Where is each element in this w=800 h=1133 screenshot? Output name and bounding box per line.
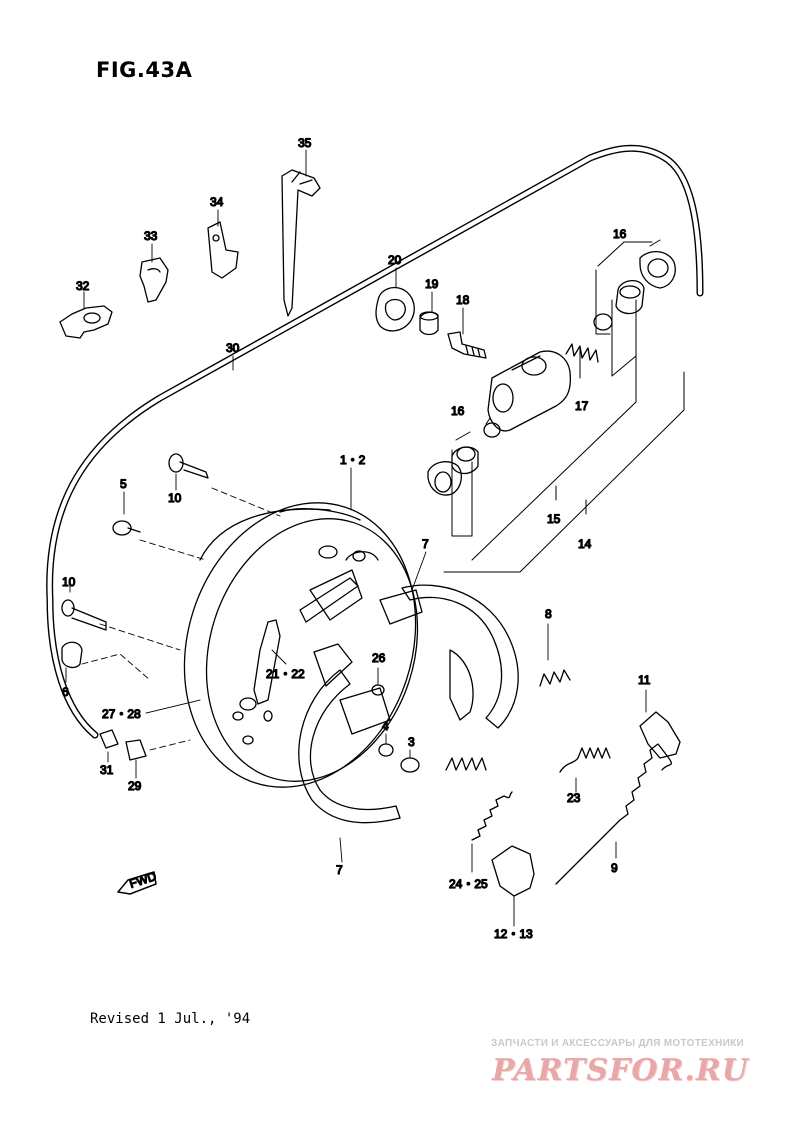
figure-title: FIG.43A — [96, 58, 193, 82]
callout-20: 20 — [388, 253, 402, 267]
fitting-31 — [99, 729, 119, 749]
lower-spring — [445, 757, 487, 771]
cylinder-spring-17 — [565, 343, 599, 363]
parking-lever — [253, 619, 281, 705]
callout-11: 11 — [638, 673, 651, 687]
adjuster-11 — [639, 711, 681, 759]
callout-29: 29 — [128, 779, 142, 793]
callout-35: 35 — [298, 136, 312, 150]
callout-5: 5 — [120, 477, 127, 491]
callout-10-lower: 10 — [62, 575, 76, 589]
callout-16-lower: 16 — [451, 404, 465, 418]
revision-note: Revised 1 Jul., '94 — [90, 1011, 251, 1027]
callout-6: 6 — [62, 685, 69, 699]
callout-7-upper: 7 — [422, 537, 429, 551]
piston-parts-left — [427, 422, 501, 496]
callout-7-lower: 7 — [336, 863, 343, 877]
callout-31: 31 — [100, 763, 114, 777]
bleeder-screw-18 — [447, 331, 487, 359]
spring-23 — [559, 747, 611, 773]
callout-8: 8 — [545, 607, 552, 621]
fitting-29 — [125, 739, 147, 761]
brake-shoe-rear — [298, 643, 401, 824]
callout-15: 15 — [547, 512, 561, 526]
callout-23: 23 — [567, 791, 581, 805]
bolt-10-upper — [168, 453, 209, 479]
wheel-cylinder-body — [487, 350, 572, 432]
bolt-3 — [400, 757, 420, 773]
callout-1-2: 1・2 — [340, 453, 366, 467]
pipe-clip-33 — [139, 257, 169, 303]
fwd-arrow-icon: FWD — [117, 868, 159, 895]
brake-shoe-front — [379, 584, 519, 729]
callout-14: 14 — [578, 537, 592, 551]
leader-lines — [65, 149, 647, 927]
callout-33: 33 — [144, 229, 158, 243]
callout-3: 3 — [408, 735, 415, 749]
callout-12-13: 12・13 — [494, 927, 533, 941]
clip-26 — [371, 684, 385, 696]
callout-34: 34 — [210, 195, 224, 209]
pipe-clip-34 — [207, 221, 239, 279]
return-spring-8 — [539, 669, 571, 687]
callout-9: 9 — [611, 861, 618, 875]
fwd-label: FWD — [128, 869, 159, 891]
callout-brackets — [443, 239, 685, 573]
parking-strut — [299, 577, 359, 623]
callout-labels: 35 34 33 32 30 20 19 18 16 16 17 15 14 1… — [61, 135, 651, 941]
callout-21-22: 21・22 — [266, 667, 305, 681]
spring-9 — [555, 743, 673, 885]
callout-16-upper: 16 — [613, 227, 627, 241]
pipe-clip-35 — [281, 169, 321, 317]
bolt-5 — [112, 520, 141, 536]
spring-24-25 — [471, 791, 513, 841]
nut-6 — [61, 641, 83, 669]
callout-24-25: 24・25 — [449, 877, 488, 891]
callout-19: 19 — [425, 277, 439, 291]
callout-32: 32 — [76, 279, 90, 293]
piston-parts-right — [593, 251, 676, 331]
callout-27-28: 27・28 — [102, 707, 141, 721]
callout-18: 18 — [456, 293, 470, 307]
bleeder-cap-19 — [419, 311, 439, 336]
grommet-20 — [375, 286, 415, 332]
callout-10-upper: 10 — [168, 491, 182, 505]
pipe-clip-32 — [59, 305, 113, 339]
callout-17: 17 — [575, 399, 589, 413]
callout-30: 30 — [226, 341, 240, 355]
bolt-10-lower — [61, 599, 107, 631]
callout-26: 26 — [372, 651, 386, 665]
washer-4 — [378, 743, 394, 757]
watermark-caption: ЗАПЧАСТИ И АКСЕССУАРЫ ДЛЯ МОТОТЕХНИКИ — [491, 1038, 744, 1049]
callout-4: 4 — [382, 719, 389, 733]
watermark-logo: PARTSFOR.RU — [492, 1053, 749, 1088]
adjuster-12-13 — [491, 845, 535, 897]
